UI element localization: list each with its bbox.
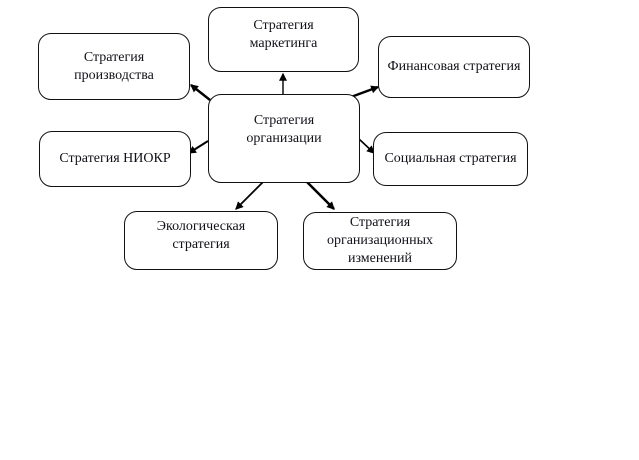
node-label: Стратегия маркетинга (249, 17, 318, 51)
connector-center-to-rnd (187, 140, 209, 154)
node-label: Экологическая стратегия (156, 218, 246, 252)
node-ecological-strategy: Экологическая стратегия (124, 211, 278, 270)
node-social-strategy: Социальная стратегия (373, 132, 528, 186)
node-label: Стратегия производства (74, 49, 154, 83)
connector-center-to-finance (350, 85, 380, 99)
node-financial-strategy: Финансовая стратегия (378, 36, 530, 98)
node-label: Социальная стратегия (384, 151, 517, 167)
node-organizational-changes-strategy: Стратегия организационных изменений (303, 212, 457, 270)
node-organization-strategy-center: Стратегия организации (208, 94, 360, 183)
node-label: Финансовая стратегия (387, 59, 521, 75)
connector-center-to-orgchange (306, 181, 335, 210)
connector-center-to-production (190, 84, 211, 101)
node-rnd-strategy: Стратегия НИОКР (39, 131, 191, 187)
node-label: Стратегия НИОКР (59, 151, 171, 167)
node-marketing-strategy: Стратегия маркетинга (208, 7, 359, 72)
node-label: Стратегия организации (246, 112, 322, 146)
connector-center-to-ecology (235, 181, 264, 210)
node-production-strategy: Стратегия производства (38, 33, 190, 100)
node-label: Стратегия организационных изменений (326, 215, 434, 266)
connector-center-to-social (358, 138, 375, 154)
